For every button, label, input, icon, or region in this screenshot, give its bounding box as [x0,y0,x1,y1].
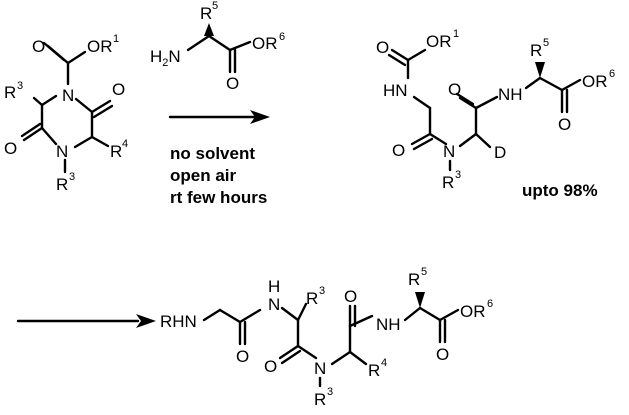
dkp-r3-lower-sup: 3 [69,171,75,183]
reagent-r5: R [200,4,212,23]
p1-n: N [443,142,455,161]
dkp-r3-lower: R [56,175,68,194]
p2-r4: R [368,361,380,380]
p2-amide-o-1: O [236,347,249,366]
dkp-n2: N [56,142,68,161]
p2-n2: N [314,359,326,378]
dkp-r3-upper: R [4,83,16,102]
amino-ester-reagent: R 5 H2N O OR 6 [150,0,285,93]
condition-line-1: no solvent [170,144,255,163]
p2-n: N [268,295,280,314]
p1-amide-o-2: O [448,80,461,99]
p2-ester-o: O [436,345,449,364]
p2-r5-sup: 5 [421,266,427,278]
p1-nh: NH [498,85,523,104]
p1-r5: R [530,41,542,60]
p1-amide-o: O [392,141,405,160]
p1-hn: HN [383,81,408,100]
p2-r3: R [306,289,318,308]
p2-r3-lower-sup: 3 [327,386,333,398]
p2-amide-o-2: O [264,357,277,376]
reaction-arrow-1 [168,110,270,124]
p1-r3-sup: 3 [455,169,461,181]
p2-r3-sup: 3 [319,285,325,297]
dkp-ring-o-lower: O [4,139,17,158]
dkp-r4-sup: 4 [122,138,128,150]
condition-line-2: open air [170,166,237,185]
p1-carbonyl-o: O [376,38,389,57]
p2-nh: NH [376,315,401,334]
p2-r3-lower: R [314,390,326,409]
diketopiperazine-reactant: O OR 1 N N O O R 3 R 4 R 3 [4,33,128,194]
dkp-carbonyl-o: O [32,37,45,56]
product-2: RHN O H N R 3 O N R 3 R 4 O NH R 5 [160,266,493,409]
reagent-or6: OR [252,34,278,53]
reagent-h2n: H2N [150,47,181,69]
reaction-arrow-2 [16,314,156,328]
dkp-or1-label: OR [87,37,113,56]
reagent-r5-sup: 5 [212,0,218,12]
reagent-or6-sup: 6 [279,31,285,43]
dkp-or1-superscript: 1 [113,33,119,45]
p1-ester-o: O [558,115,571,134]
p2-or6-sup: 6 [487,298,493,310]
p2-rhn: RHN [160,312,197,331]
p1-yield: upto 98% [522,181,598,200]
p1-d: D [494,143,506,162]
reagent-carbonyl-o: O [226,74,239,93]
p2-r4-sup: 4 [381,357,387,369]
dkp-r4: R [110,142,122,161]
dkp-n1: N [62,86,74,105]
p2-or6: OR [460,302,486,321]
p1-or1-sup: 1 [453,28,459,40]
p1-or6-sup: 6 [609,68,615,80]
reaction-conditions: no solvent open air rt few hours [170,144,267,207]
p1-r5-sup: 5 [543,37,549,49]
p2-r5: R [408,270,420,289]
p2-amide-o-3: O [344,287,357,306]
product-1: O OR 1 HN O N R 3 D O NH R 5 O OR 6 [376,28,615,200]
dkp-r3-upper-sup: 3 [17,80,23,92]
p2-h: H [268,277,280,296]
dkp-ring-o-upper: O [112,80,125,99]
p1-or1: OR [426,32,452,51]
p1-r3: R [442,173,454,192]
condition-line-3: rt few hours [170,188,267,207]
p1-or6: OR [582,72,608,91]
